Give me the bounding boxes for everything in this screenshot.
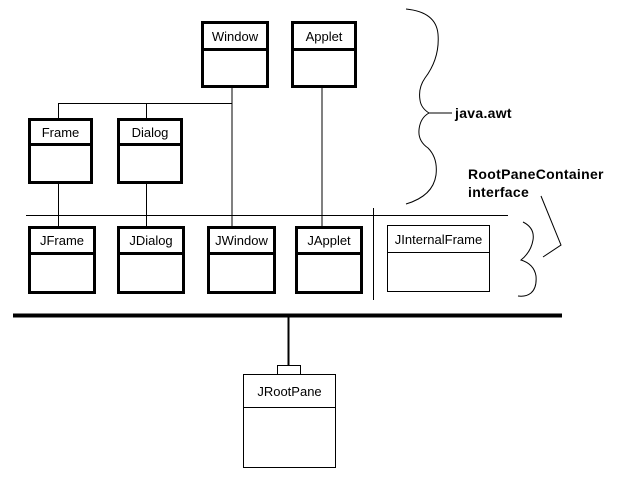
class-box-jdialog-title: JDialog: [120, 229, 182, 255]
class-box-jwindow-title: JWindow: [210, 229, 273, 255]
class-box-jframe: JFrame: [28, 226, 96, 294]
label-interface: interface: [468, 184, 530, 200]
class-box-japplet-title: JApplet: [298, 229, 360, 255]
class-label-jinternalframe: JInternalFrame: [394, 231, 483, 247]
class-box-frame: Frame: [28, 118, 93, 184]
class-label-jwindow: JWindow: [215, 233, 268, 248]
class-box-jdialog: JDialog: [117, 226, 185, 294]
class-box-dialog-title: Dialog: [120, 121, 180, 146]
label-java-awt: java.awt: [455, 105, 512, 121]
class-box-jframe-title: JFrame: [31, 229, 93, 255]
class-label-applet: Applet: [305, 28, 343, 44]
class-label-window: Window: [211, 28, 259, 44]
class-label-jdialog: JDialog: [129, 233, 173, 248]
class-box-jrootpane-title: JRootPane: [244, 375, 335, 408]
class-box-dialog: Dialog: [117, 118, 183, 184]
class-label-jframe: JFrame: [39, 233, 85, 248]
class-label-frame: Frame: [41, 124, 80, 140]
class-box-applet: Applet: [291, 21, 357, 88]
class-label-jrootpane: JRootPane: [257, 383, 322, 399]
class-box-jrootpane: JRootPane: [243, 374, 336, 468]
java-awt-brace: [405, 8, 439, 205]
class-box-window: Window: [201, 21, 269, 88]
rootpane-container-brace: [517, 221, 537, 297]
class-box-window-title: Window: [204, 24, 266, 51]
interface-pointer-line: [540, 195, 562, 258]
class-label-japplet: JApplet: [307, 233, 351, 248]
class-box-frame-title: Frame: [31, 121, 90, 146]
class-box-jinternalframe: JInternalFrame: [387, 225, 490, 292]
class-box-jwindow: JWindow: [207, 226, 276, 294]
label-rootpanecontainer: RootPaneContainer: [468, 166, 604, 182]
class-box-applet-title: Applet: [294, 24, 354, 51]
class-box-jinternalframe-title: JInternalFrame: [388, 226, 489, 253]
class-box-japplet: JApplet: [295, 226, 363, 294]
class-label-dialog: Dialog: [131, 124, 169, 140]
